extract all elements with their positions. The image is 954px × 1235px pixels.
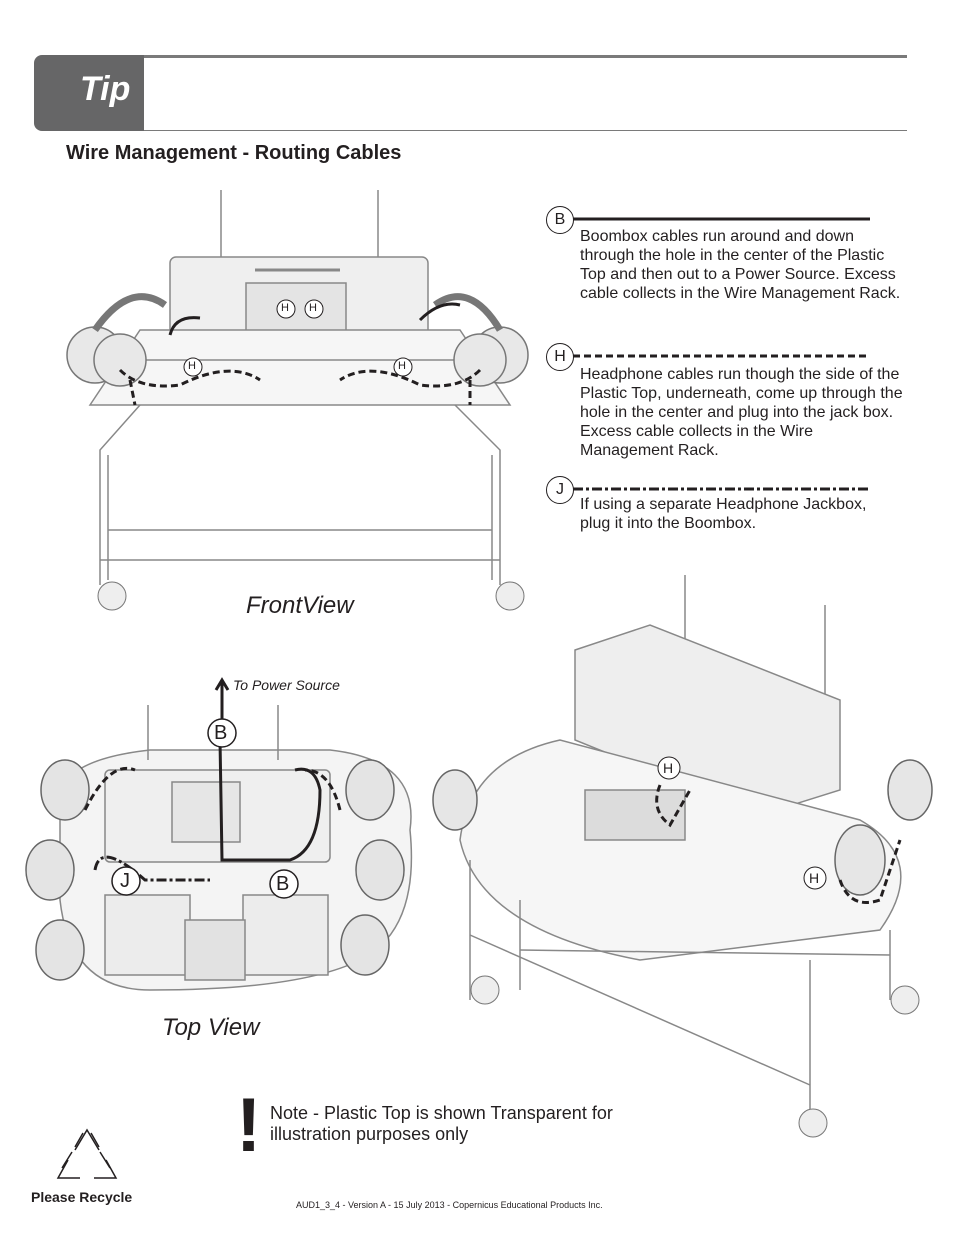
legend-text-j: If using a separate Headphone Jackbox, p… — [580, 496, 867, 532]
legend-marker-j: J — [546, 476, 574, 504]
header-rule-bottom — [144, 130, 907, 131]
front-marker-h4: H — [398, 360, 406, 372]
legend-text-h: Headphone cables run though the side of … — [580, 366, 903, 459]
legend-text-b: Boombox cables run around and down throu… — [580, 228, 901, 302]
top-view-label: Top View — [162, 1014, 260, 1041]
top-marker-b2: B — [276, 873, 290, 895]
recycle-label: Please Recycle — [31, 1189, 133, 1205]
iso-marker-h2: H — [809, 870, 820, 886]
tip-tab — [34, 55, 144, 131]
iso-marker-h1: H — [663, 760, 674, 776]
legend-marker-b: B — [546, 206, 574, 234]
top-marker-j: J — [120, 870, 130, 892]
front-marker-h2: H — [309, 302, 317, 314]
power-source-label: To Power Source — [233, 677, 340, 693]
section-title: Wire Management - Routing Cables — [66, 142, 402, 164]
arrow-up-icon — [214, 677, 230, 720]
footer-doc-id: AUD1_3_4 - Version A - 15 July 2013 - Co… — [296, 1200, 603, 1210]
tip-label: Tip — [80, 70, 131, 108]
front-view-label: FrontView — [246, 592, 354, 619]
top-marker-b1: B — [214, 722, 228, 744]
warning-icon: ! — [236, 1083, 262, 1168]
front-marker-h3: H — [188, 360, 196, 372]
front-marker-h1: H — [281, 302, 289, 314]
note-text: Note - Plastic Top is shown Transparent … — [270, 1103, 613, 1144]
legend-marker-h: H — [546, 343, 574, 371]
header-rule-top — [144, 55, 907, 58]
